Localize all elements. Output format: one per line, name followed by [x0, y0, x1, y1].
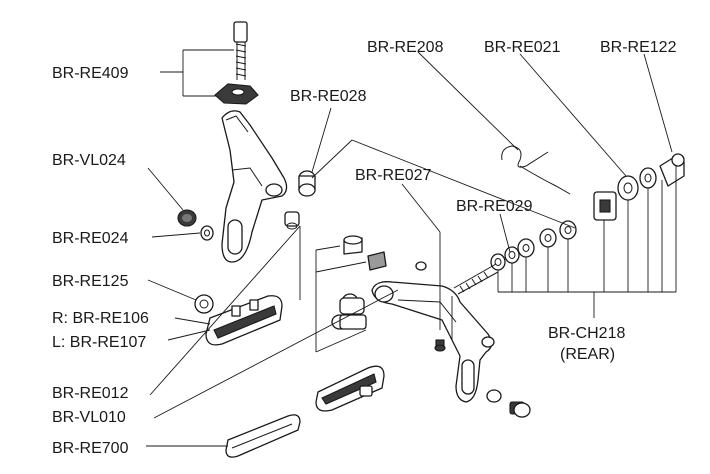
label-br-re012: BR-RE012	[52, 385, 129, 402]
bushing-re028	[298, 170, 316, 197]
label-br-re028: BR-RE028	[290, 88, 367, 105]
label-br-re024: BR-RE024	[52, 230, 129, 247]
brake-shoe-upper	[205, 295, 283, 346]
label-br-re107: L: BR-RE107	[52, 334, 146, 351]
fixing-bolt-lower	[486, 389, 531, 418]
brake-arm-right	[371, 281, 495, 403]
cable-anchor-bolt	[233, 21, 248, 80]
label-br-re409: BR-RE409	[52, 65, 129, 82]
washer-re024	[200, 225, 214, 241]
spring-holder	[177, 209, 197, 227]
return-spring	[501, 145, 571, 195]
replacement-pad	[225, 414, 301, 458]
label-br-re122: BR-RE122	[600, 39, 677, 56]
bushing-small	[284, 211, 300, 230]
label-br-re027: BR-RE027	[355, 167, 432, 184]
label-br-vl024: BR-VL024	[52, 152, 126, 169]
label-br-re106: R: BR-RE106	[52, 310, 149, 327]
label-br-re208: BR-RE208	[367, 39, 444, 56]
part-labels: BR-RE409 BR-VL024 BR-RE024 BR-RE125 R: B…	[52, 39, 677, 457]
adjust-nut-stack	[593, 153, 685, 221]
label-br-re125: BR-RE125	[52, 273, 129, 290]
label-br-re021: BR-RE021	[484, 39, 561, 56]
mounting-bolt	[453, 263, 499, 295]
label-br-vl010: BR-VL010	[52, 409, 126, 426]
anchor-fixing-nut	[214, 83, 259, 105]
label-br-re029: BR-RE029	[456, 198, 533, 215]
label-rear: (REAR)	[560, 346, 615, 363]
cable-anchor-cluster	[331, 235, 427, 330]
leader-lines	[146, 49, 677, 447]
brake-shoe-lower	[315, 365, 385, 412]
washer-re125	[194, 294, 214, 314]
arm-bolt	[434, 339, 446, 352]
brake-arm-left	[221, 110, 288, 263]
label-br-re700: BR-RE700	[52, 440, 129, 457]
label-br-ch218: BR-CH218	[548, 325, 625, 342]
